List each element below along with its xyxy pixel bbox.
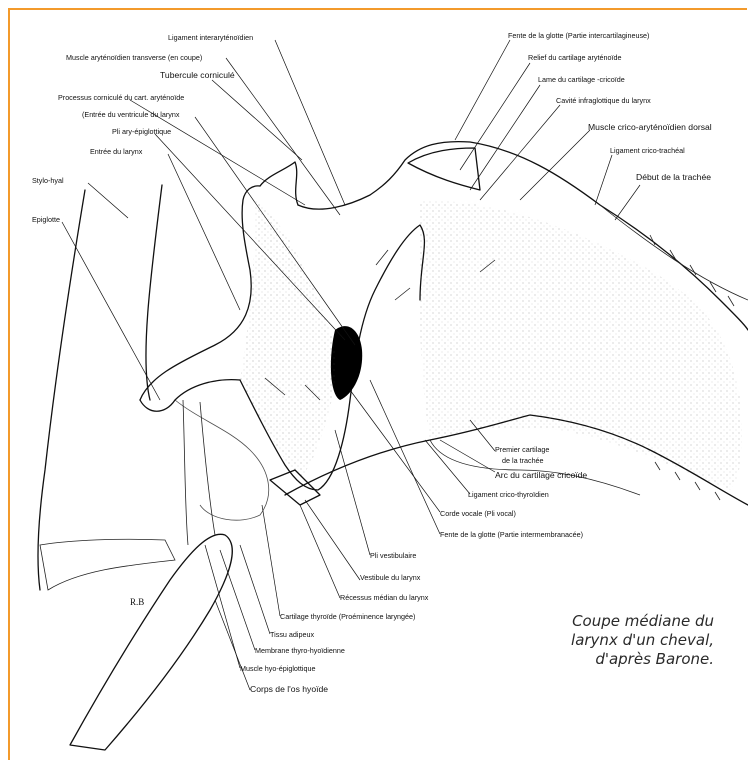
caption-line-3: d'après Barone. — [470, 650, 714, 669]
label-stylo-hyal: Stylo-hyal — [32, 176, 64, 185]
label-premier-cartilage-1: Premier cartilage — [495, 445, 549, 454]
label-epiglotte: Epiglotte — [32, 215, 60, 224]
label-muscle-crico-arytenoidien: Muscle crico-aryténoïdien dorsal — [588, 122, 712, 132]
label-lame-cricoide: Lame du cartilage -cricoïde — [538, 75, 625, 84]
cricoid-lamina — [408, 148, 480, 190]
label-debut-trachee: Début de la trachée — [636, 172, 711, 182]
label-cartilage-thyroide: Cartilage thyroïde (Proéminence laryngée… — [280, 612, 415, 621]
label-entree-larynx: Entrée du larynx — [90, 147, 143, 156]
label-pli-vestibulaire: Pli vestibulaire — [370, 551, 416, 560]
label-ligament-crico-thyroidien: Ligament crico-thyroïdien — [468, 490, 549, 499]
label-tissu-adipeux: Tissu adipeux — [270, 630, 314, 639]
hyoid-body — [70, 534, 232, 750]
label-corps-os-hyoide: Corps de l'os hyoïde — [250, 684, 328, 694]
label-muscle-hyo-epiglottique: Muscle hyo-épiglottique — [240, 664, 316, 673]
label-ligament-interarytenoidien: Ligament interaryténoïdien — [168, 33, 253, 42]
label-membrane-thyro-hyoidienne: Membrane thyro-hyoïdienne — [255, 646, 345, 655]
label-pli-ary-epiglottique: Pli ary-épiglottique — [112, 127, 171, 136]
figure-caption: Coupe médiane du larynx d'un cheval, d'a… — [470, 612, 714, 669]
artist-signature: R.B — [130, 597, 144, 607]
adipose-tissue — [175, 400, 269, 520]
label-fente-glotte-intercart: Fente de la glotte (Partie intercartilag… — [508, 31, 649, 40]
label-arc-cricoide: Arc du cartilage cricoïde — [495, 470, 587, 480]
label-corde-vocale: Corde vocale (Pli vocal) — [440, 509, 516, 518]
thyroid-prominence — [270, 470, 320, 505]
stylo-hyal-outline-right — [146, 185, 162, 400]
label-muscle-arytenoidien: Muscle aryténoïdien transverse (en coupe… — [66, 53, 202, 62]
label-entree-ventricule: (Entrée du ventricule du larynx — [82, 110, 180, 119]
lumen-shading — [420, 200, 742, 490]
label-processus-cornicule: Processus corniculé du cart. aryténoïde — [58, 93, 184, 102]
hyo-epiglottic-muscle-line — [183, 400, 188, 545]
label-ligament-crico-tracheal: Ligament crico-trachéal — [610, 146, 685, 155]
label-premier-cartilage-2: de la trachée — [502, 456, 544, 465]
corniculate-outline — [260, 162, 298, 205]
label-cavite-infraglottique: Cavité infraglottique du larynx — [556, 96, 651, 105]
label-fente-glotte-intermemb: Fente de la glotte (Partie intermembrana… — [440, 530, 583, 539]
label-tubercule-cornicule: Tubercule corniculé — [160, 70, 235, 80]
label-recessus: Récessus médian du larynx — [340, 593, 429, 602]
label-vestibule: Vestibule du larynx — [360, 573, 421, 582]
caption-line-1: Coupe médiane du — [470, 612, 714, 631]
stylo-hyal-outline-left — [38, 190, 85, 590]
epiglottis-tip — [140, 380, 240, 412]
caption-line-2: larynx d'un cheval, — [470, 631, 714, 650]
label-relief-arytenoide: Relief du cartilage aryténoïde — [528, 53, 622, 62]
hyoid-branch — [40, 539, 175, 590]
